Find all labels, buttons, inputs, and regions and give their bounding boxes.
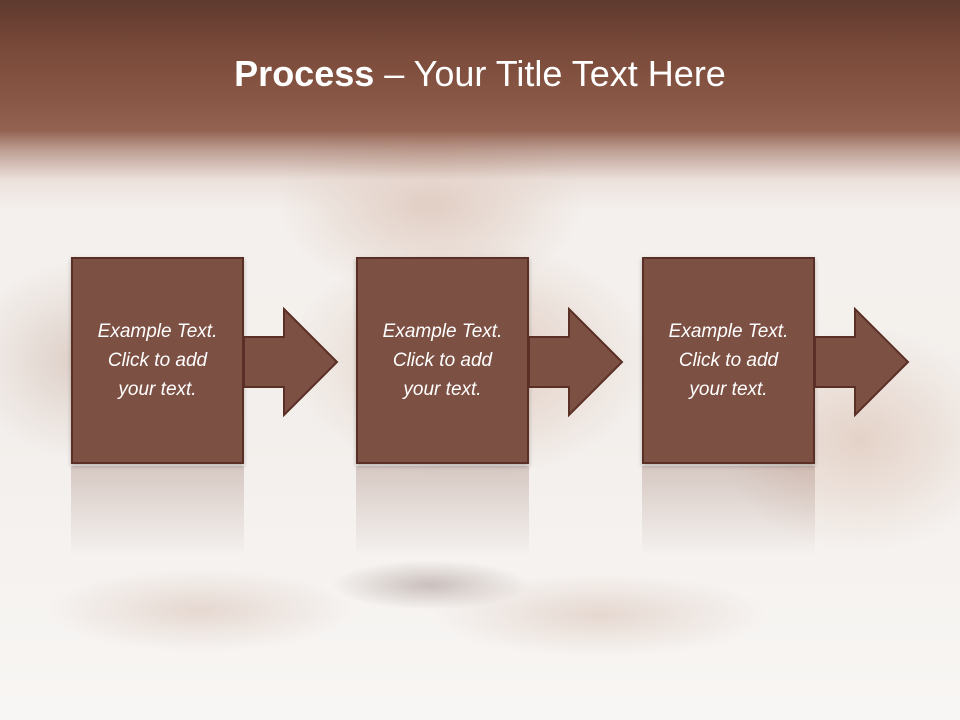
arrow-right-icon [815, 307, 910, 417]
step-box-2[interactable]: Example Text. Click to add your text. [356, 257, 529, 464]
step-text-3: Example Text. Click to add your text. [668, 321, 789, 400]
step-box-1[interactable]: Example Text. Click to add your text. [71, 257, 244, 464]
step-box-3[interactable]: Example Text. Click to add your text. [642, 257, 815, 464]
arrow-right-icon [529, 307, 624, 417]
title-rest: – Your Title Text Here [374, 53, 726, 94]
step-text-1: Example Text. Click to add your text. [97, 321, 218, 400]
step-text-2: Example Text. Click to add your text. [382, 321, 503, 400]
title-bold: Process [234, 53, 375, 94]
background-photo-detail [330, 560, 530, 610]
arrow-right-icon [244, 307, 339, 417]
header-band [0, 0, 960, 210]
slide-title[interactable]: Process – Your Title Text Here [0, 52, 960, 96]
box-reflection [71, 466, 244, 556]
box-reflection [642, 466, 815, 556]
box-reflection [356, 466, 529, 556]
